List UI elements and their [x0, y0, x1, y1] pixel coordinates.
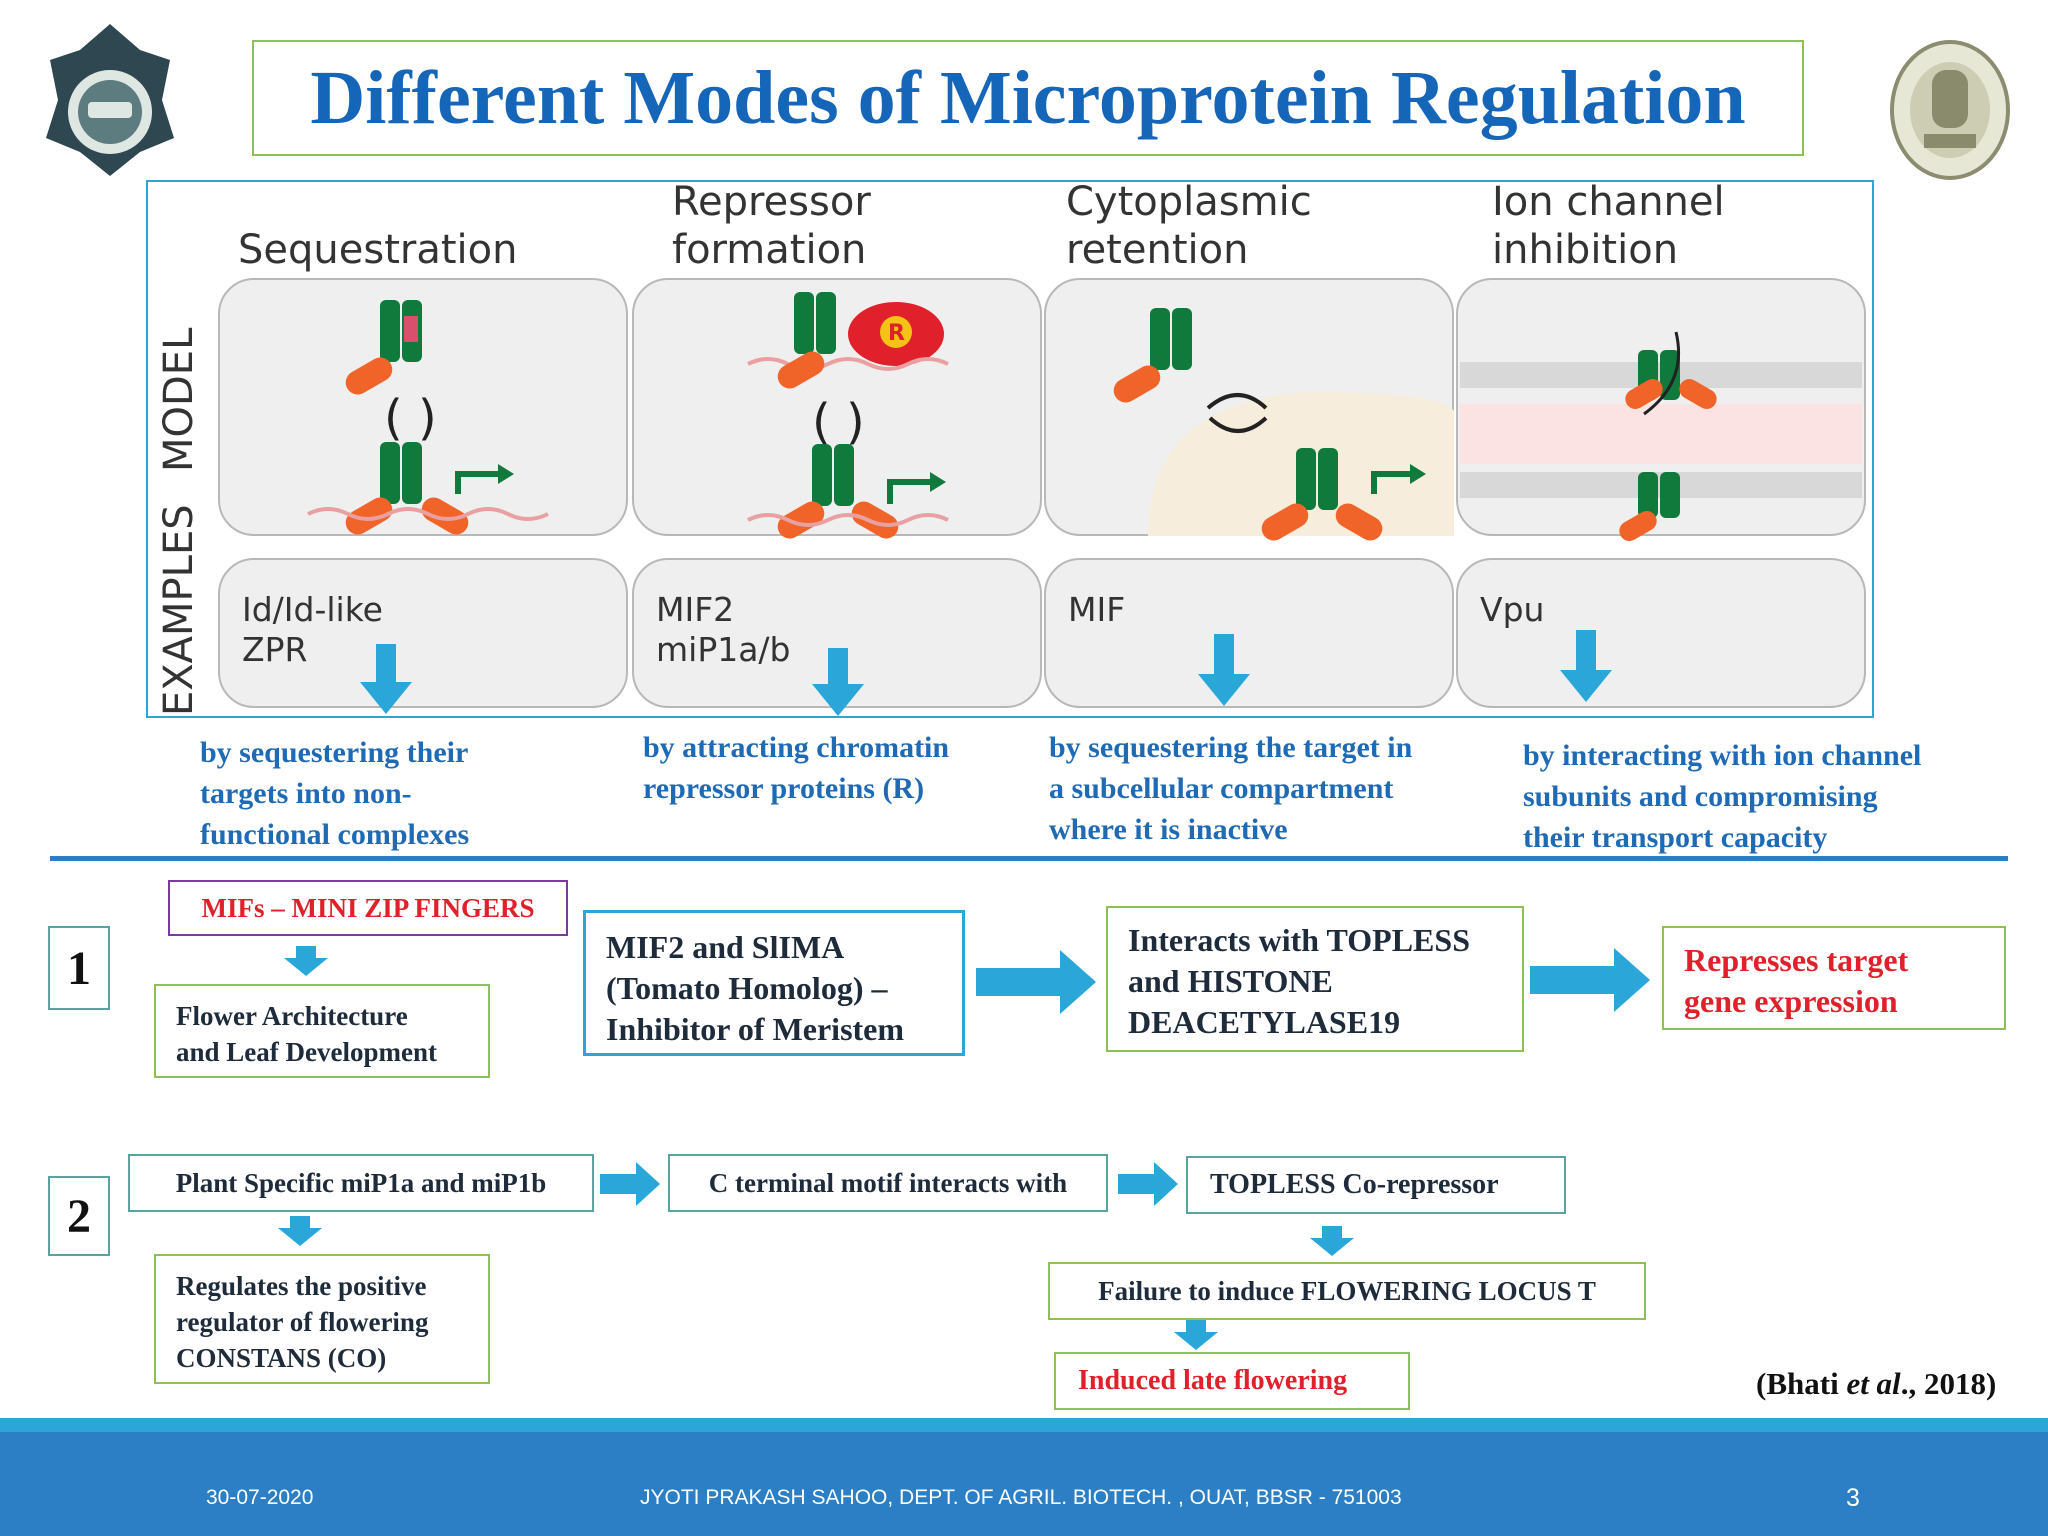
sequestration-model-drawing: ( )	[307, 300, 549, 535]
examples-panel-repressor: MIF2 miP1a/b	[632, 558, 1042, 708]
svg-text:( ): ( )	[384, 390, 437, 446]
flow2-number: 2	[48, 1176, 110, 1256]
flow2-result: Induced late flowering	[1054, 1352, 1410, 1410]
model-illustrations: ( ) R ( )	[307, 292, 1862, 541]
example-vpu: Vpu	[1480, 590, 1545, 629]
example-mif2: MIF2	[656, 590, 735, 629]
down-arrows	[360, 630, 1612, 716]
flow1-arrow-2-icon	[1530, 948, 1650, 1012]
cytoplasmic-model-drawing	[1113, 308, 1454, 541]
flow2-arrow-1-icon	[600, 1162, 660, 1206]
slide-title-box: Different Modes of Microprotein Regulati…	[252, 40, 1804, 156]
flow1-down-arrow-icon	[284, 946, 328, 976]
example-mif: MIF	[1068, 590, 1126, 629]
example-zpr: ZPR	[242, 630, 308, 669]
flow1-number: 1	[48, 926, 110, 1010]
university-logo-left	[40, 20, 180, 180]
repressor-model-drawing: R ( )	[747, 292, 949, 539]
flow1-header: MIFs – MINI ZIP FINGERS	[168, 880, 568, 936]
flow2-down-arrow-3-icon	[1174, 1320, 1218, 1350]
svg-text:R: R	[888, 321, 905, 346]
desc-ion-channel: by interacting with ion channel subunits…	[1523, 739, 1922, 854]
flow2-arrow-2-icon	[1118, 1162, 1178, 1206]
flow2-box-a: Plant Specific miP1a and miP1b	[128, 1154, 594, 1212]
flow2-box-b: C terminal motif interacts with	[668, 1154, 1108, 1212]
footer-page-number: 3	[1846, 1484, 1860, 1512]
examples-panel-sequestration: Id/Id-like ZPR	[218, 558, 628, 708]
footer-author: JYOTI PRAKASH SAHOO, DEPT. OF AGRIL. BIO…	[640, 1486, 1402, 1509]
desc-repressor: by attracting chromatin repressor protei…	[643, 731, 950, 805]
ion-channel-model-drawing	[1460, 331, 1862, 541]
down-arrow-1-icon	[360, 644, 412, 714]
down-arrow-3-icon	[1198, 634, 1250, 706]
model-panel-sequestration	[218, 278, 628, 536]
section-divider	[50, 856, 2008, 861]
flow2-box-c: TOPLESS Co-repressor	[1186, 1156, 1566, 1214]
example-mip1ab: miP1a/b	[656, 630, 791, 669]
university-logo-right	[1880, 26, 2020, 186]
desc-sequestration: by sequestering their targets into non- …	[200, 736, 470, 851]
flow2-down-arrow-2-icon	[1310, 1226, 1354, 1256]
flow2-down-arrow-1-icon	[278, 1216, 322, 1246]
desc-cytoplasmic: by sequestering the target in a subcellu…	[1049, 731, 1413, 846]
citation: (Bhati et al., 2018)	[1756, 1366, 1997, 1401]
heading-sequestration: Sequestration	[238, 227, 518, 273]
down-arrow-4-icon	[1560, 630, 1612, 702]
flow1-box-a: MIF2 and SlIMA(Tomato Homolog) –Inhibito…	[583, 910, 965, 1056]
footer-bar: 30-07-2020 JYOTI PRAKASH SAHOO, DEPT. OF…	[0, 1418, 2048, 1536]
svg-text:( ): ( )	[812, 394, 865, 450]
flow2-sub-c: Failure to induce FLOWERING LOCUS T	[1048, 1262, 1646, 1320]
footer-date: 30-07-2020	[206, 1486, 314, 1509]
slide-title: Different Modes of Microprotein Regulati…	[310, 55, 1746, 140]
flow1-arrow-1-icon	[976, 950, 1096, 1014]
example-id: Id/Id-like	[242, 590, 383, 629]
down-arrow-2-icon	[812, 648, 864, 716]
examples-panel-cytoplasmic: MIF	[1044, 558, 1454, 708]
examples-panel-ion-channel: Vpu	[1456, 558, 1866, 708]
